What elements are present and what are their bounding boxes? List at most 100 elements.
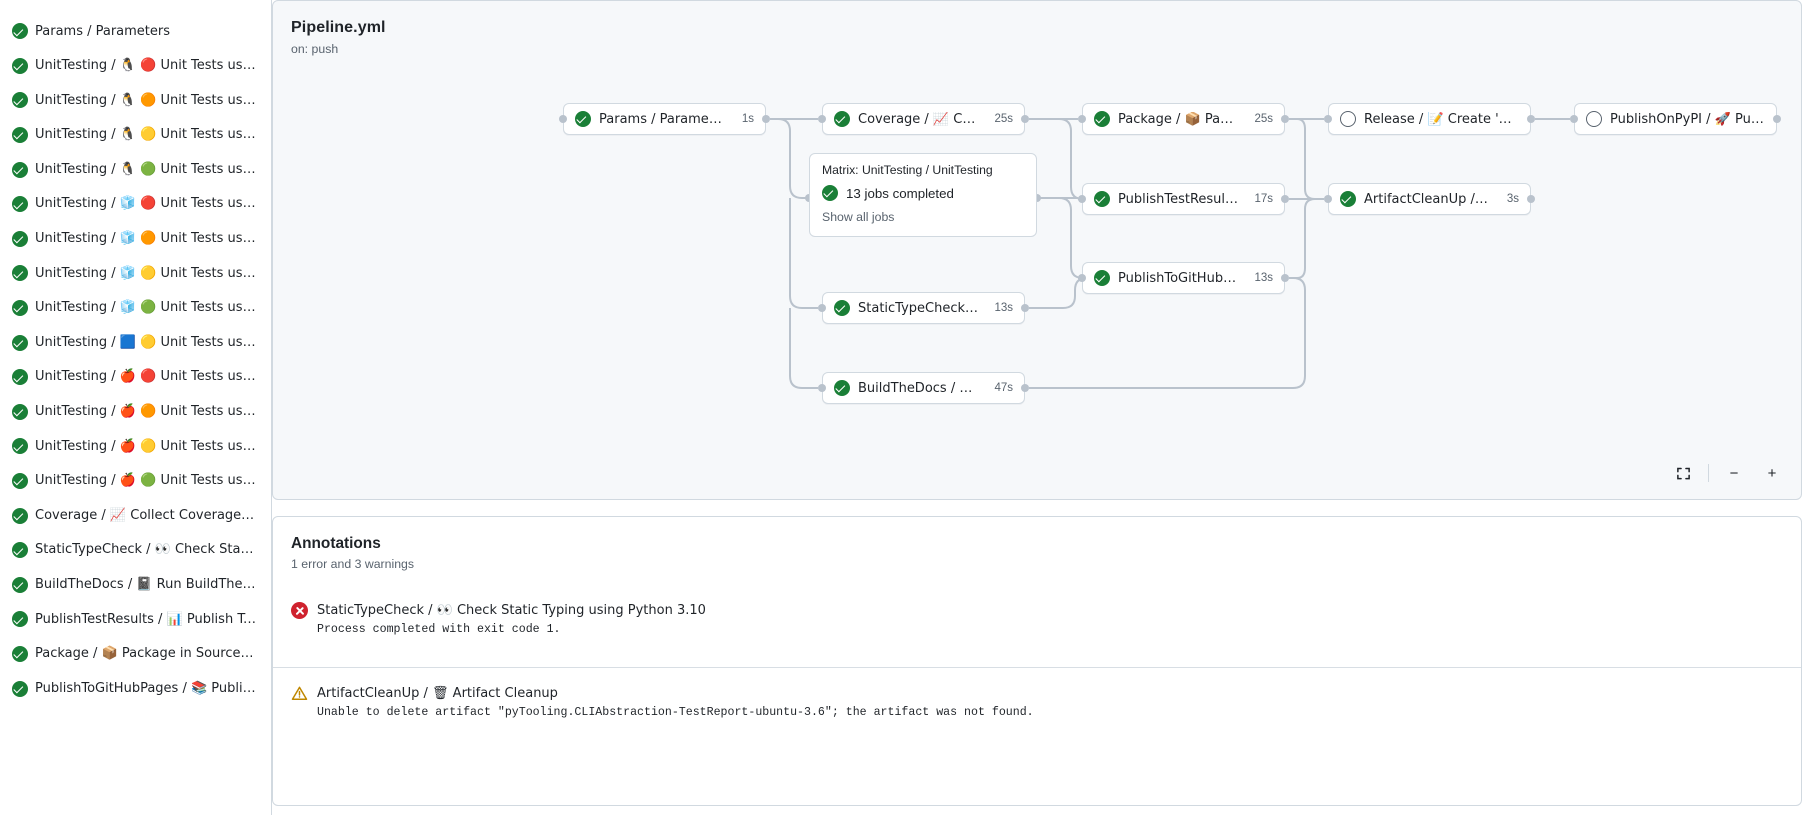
annotations-summary: 1 error and 3 warnings <box>291 557 415 571</box>
graph-node-ghpages[interactable]: PublishToGitHubPages / 📚 ...13s <box>1082 262 1285 294</box>
graph-node-port-right <box>1281 274 1289 282</box>
graph-node-label: StaticTypeCheck / 👀 Chec... <box>858 300 978 316</box>
success-check-icon <box>12 507 28 524</box>
error-icon <box>291 602 308 619</box>
graph-zoom-controls: − + <box>1670 461 1785 485</box>
sidebar-job-label: UnitTesting / 🧊 🟠 Unit Tests using Pyth.… <box>35 231 257 247</box>
success-check-icon <box>12 300 28 317</box>
graph-node-duration: 1s <box>741 113 754 125</box>
sidebar-job-item[interactable]: BuildTheDocs / 📓 Run BuildTheDocs <box>4 568 267 603</box>
show-all-jobs-link[interactable]: Show all jobs <box>822 210 895 224</box>
graph-node-port-right <box>1021 304 1029 312</box>
graph-node-label: Coverage / 📈 Collect Cove... <box>858 111 978 127</box>
sidebar-job-label: UnitTesting / 🍎 🟠 Unit Tests using Pyth.… <box>35 404 257 420</box>
graph-node-port-left <box>1078 195 1086 203</box>
sidebar-job-label: UnitTesting / 🧊 🟡 Unit Tests using Pyth.… <box>35 265 257 281</box>
graph-node-port-left <box>818 304 826 312</box>
success-check-icon <box>12 23 28 40</box>
sidebar-job-label: UnitTesting / 🍎 🟢 Unit Tests using Pyth.… <box>35 473 257 489</box>
sidebar-job-item[interactable]: UnitTesting / 🟦 🟡 Unit Tests using Pyth.… <box>4 325 267 360</box>
graph-node-pypi[interactable]: PublishOnPyPI / 🚀 Publish to ... <box>1574 103 1777 135</box>
success-check-icon <box>12 680 28 697</box>
sidebar-job-item[interactable]: Coverage / 📈 Collect Coverage Data usi..… <box>4 498 267 533</box>
graph-node-testresults[interactable]: PublishTestResults / 📊 Pu... 17s <box>1082 183 1285 215</box>
success-check-icon <box>12 645 28 662</box>
sidebar-job-item[interactable]: PublishTestResults / 📊 Publish Test Resu… <box>4 602 267 637</box>
graph-node-port-right <box>1773 115 1781 123</box>
success-check-icon <box>822 185 838 201</box>
graph-node-params[interactable]: Params / Parameters 1s <box>563 103 766 135</box>
matrix-body: 13 jobs completed Show all jobs <box>810 181 1036 236</box>
sidebar-job-item[interactable]: UnitTesting / 🧊 🟠 Unit Tests using Pyth.… <box>4 222 267 257</box>
sidebar-job-label: UnitTesting / 🍎 🔴 Unit Tests using Pyth.… <box>35 369 257 385</box>
annotation-title: ArtifactCleanUp / 🗑 Artifact Cleanup <box>317 686 558 701</box>
graph-node-buildthedocs[interactable]: BuildTheDocs / 📓 Run Buil...47s <box>822 372 1025 404</box>
graph-node-package[interactable]: Package / 📦 Package in So...25s <box>1082 103 1285 135</box>
pending-circle-icon <box>1586 111 1602 127</box>
sidebar-job-label: Package / 📦 Package in Source and Wh... <box>35 646 257 662</box>
success-check-icon <box>12 542 28 559</box>
graph-node-port-right <box>1021 115 1029 123</box>
success-check-icon <box>12 230 28 247</box>
annotation-title: StaticTypeCheck / 👀 Check Static Typing … <box>317 603 706 618</box>
main-content: Pipeline.yml on: push <box>272 0 1818 815</box>
sidebar-job-item[interactable]: UnitTesting / 🧊 🟡 Unit Tests using Pyth.… <box>4 256 267 291</box>
annotation-row: StaticTypeCheck / 👀 Check Static Typing … <box>273 585 1801 652</box>
graph-node-label: Params / Parameters <box>599 111 726 127</box>
graph-node-label: PublishOnPyPI / 🚀 Publish to ... <box>1610 111 1765 127</box>
sidebar-job-item[interactable]: UnitTesting / 🧊 🔴 Unit Tests using Pyth.… <box>4 187 267 222</box>
graph-node-coverage[interactable]: Coverage / 📈 Collect Cove...25s <box>822 103 1025 135</box>
sidebar-job-item[interactable]: Package / 📦 Package in Source and Wh... <box>4 637 267 672</box>
graph-node-artifact[interactable]: ArtifactCleanUp / 🗑 Artifac...3s <box>1328 183 1531 215</box>
graph-node-duration: 47s <box>994 382 1013 394</box>
sidebar-job-item[interactable]: UnitTesting / 🐧 🟠 Unit Tests using Pyth.… <box>4 83 267 118</box>
graph-node-port-right <box>1527 195 1535 203</box>
sidebar-job-item[interactable]: UnitTesting / 🍎 🟡 Unit Tests using Pyth.… <box>4 429 267 464</box>
sidebar-job-item[interactable]: UnitTesting / 🍎 🟢 Unit Tests using Pyth.… <box>4 464 267 499</box>
sidebar-job-label: BuildTheDocs / 📓 Run BuildTheDocs <box>35 577 257 593</box>
sidebar-job-label: UnitTesting / 🐧 🟢 Unit Tests using Pyth.… <box>35 161 257 177</box>
annotation-message: Unable to delete artifact "pyTooling.CLI… <box>317 706 1034 719</box>
sidebar-job-item[interactable]: UnitTesting / 🐧 🟡 Unit Tests using Pyth.… <box>4 118 267 153</box>
sidebar-job-item[interactable]: Params / Parameters <box>4 14 267 49</box>
sidebar-job-item[interactable]: StaticTypeCheck / 👀 Check Static Typing.… <box>4 533 267 568</box>
fit-screen-icon[interactable] <box>1670 461 1696 485</box>
annotation-header: StaticTypeCheck / 👀 Check Static Typing … <box>291 602 1783 619</box>
sidebar-job-item[interactable]: PublishToGitHubPages / 📚 Publish to G... <box>4 671 267 706</box>
annotations-title: Annotations <box>291 535 381 552</box>
graph-node-duration: 17s <box>1254 193 1273 205</box>
graph-node-label: PublishToGitHubPages / 📚 ... <box>1118 270 1239 286</box>
success-check-icon <box>12 473 28 490</box>
graph-node-port-left <box>559 115 567 123</box>
sidebar-job-item[interactable]: UnitTesting / 🐧 🟢 Unit Tests using Pyth.… <box>4 152 267 187</box>
graph-node-port-left <box>1324 195 1332 203</box>
success-check-icon <box>12 611 28 628</box>
success-check-icon <box>12 127 28 144</box>
success-check-icon <box>1340 191 1356 207</box>
zoom-in-button[interactable]: + <box>1767 464 1777 482</box>
zoom-out-button[interactable]: − <box>1729 464 1739 482</box>
workflow-trigger: on: push <box>291 42 339 56</box>
graph-node-label: Release / 📝 Create 'Release P... <box>1364 111 1519 127</box>
matrix-node[interactable]: Matrix: UnitTesting / UnitTesting 13 job… <box>809 153 1037 237</box>
success-check-icon <box>834 300 850 316</box>
graph-node-duration: 3s <box>1506 193 1519 205</box>
sidebar-job-item[interactable]: UnitTesting / 🍎 🟠 Unit Tests using Pyth.… <box>4 395 267 430</box>
graph-node-statictype[interactable]: StaticTypeCheck / 👀 Chec...13s <box>822 292 1025 324</box>
graph-edges <box>770 118 1570 389</box>
success-check-icon <box>12 161 28 178</box>
graph-node-label: PublishTestResults / 📊 Pu... <box>1118 191 1238 207</box>
sidebar-job-item[interactable]: UnitTesting / 🍎 🔴 Unit Tests using Pyth.… <box>4 360 267 395</box>
success-check-icon <box>12 369 28 386</box>
graph-node-port-left <box>1324 115 1332 123</box>
graph-node-port-right <box>1021 384 1029 392</box>
sidebar-job-label: UnitTesting / 🐧 🟠 Unit Tests using Pyth.… <box>35 92 257 108</box>
sidebar-job-item[interactable]: UnitTesting / 🧊 🟢 Unit Tests using Pyth.… <box>4 291 267 326</box>
sidebar-job-item[interactable]: UnitTesting / 🐧 🔴 Unit Tests using Pyth.… <box>4 49 267 84</box>
success-check-icon <box>834 380 850 396</box>
sidebar-job-label: StaticTypeCheck / 👀 Check Static Typing.… <box>35 542 257 558</box>
graph-node-release[interactable]: Release / 📝 Create 'Release P... <box>1328 103 1531 135</box>
